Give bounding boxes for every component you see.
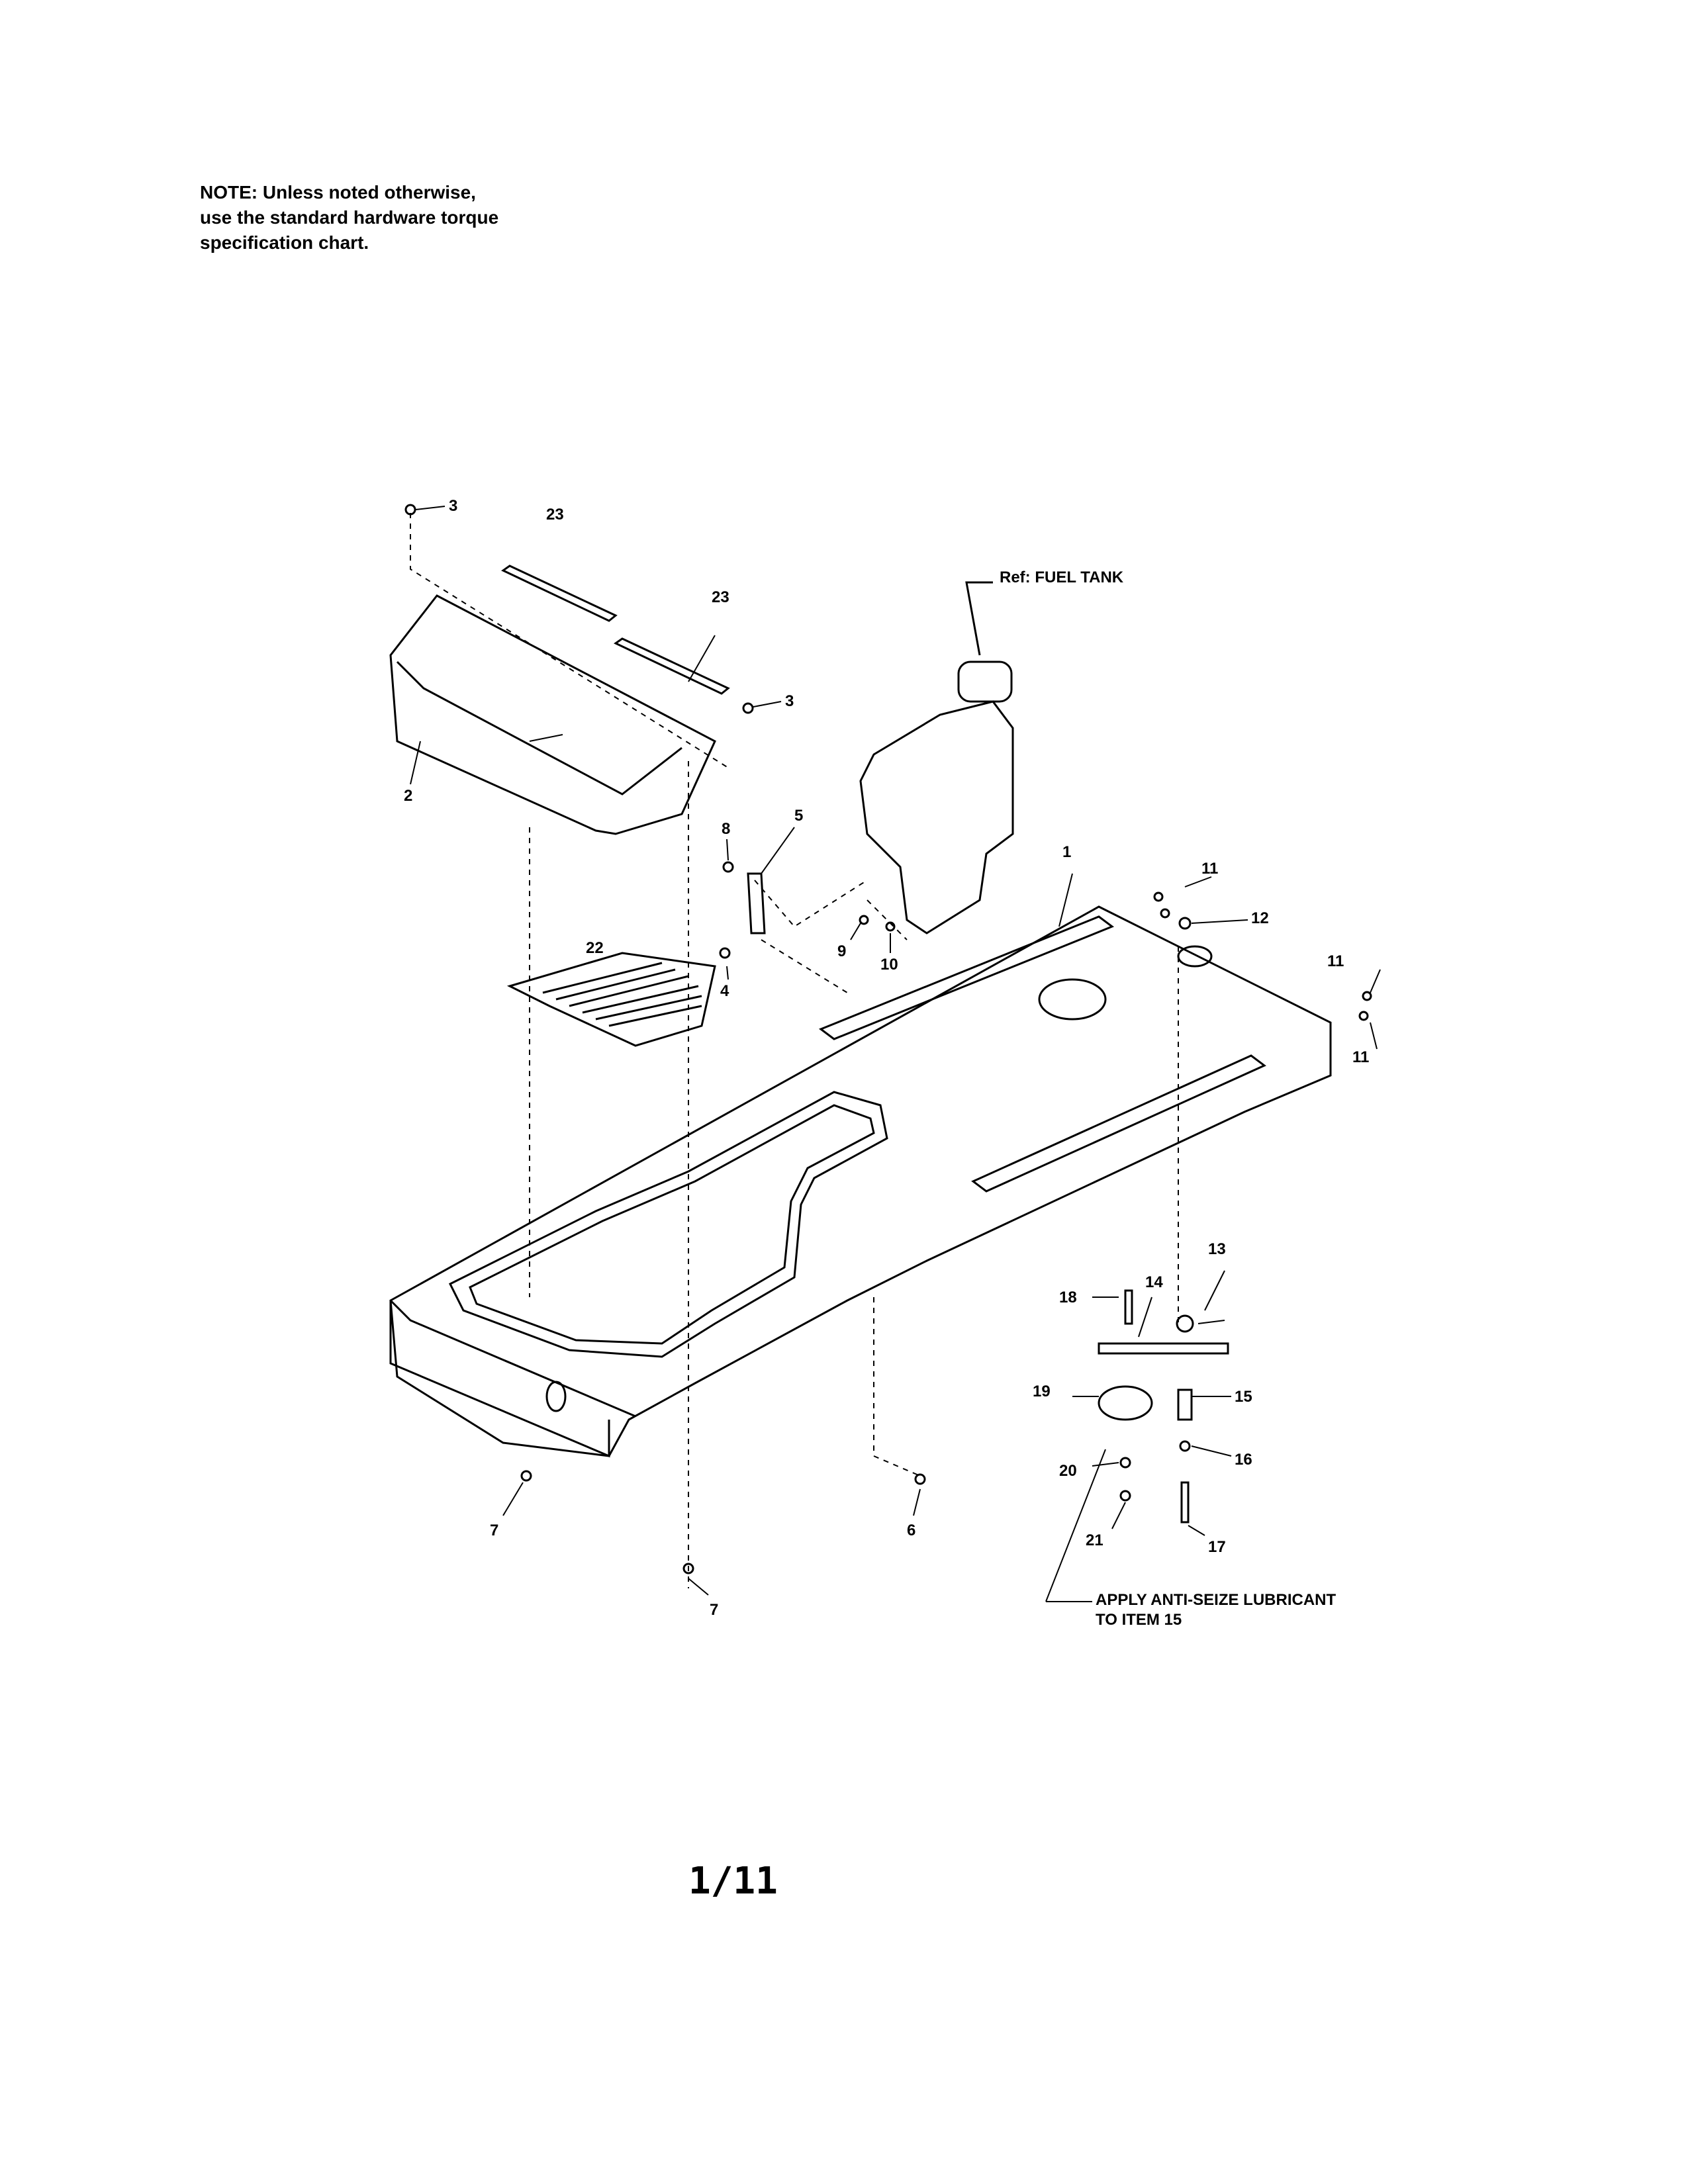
fuel-tank-cap <box>957 660 1013 703</box>
foot-pad <box>506 952 716 1047</box>
callout-8: 8 <box>722 820 730 838</box>
torque-note-line-2: use the standard hardware torque <box>200 207 499 228</box>
pulley <box>1098 1385 1153 1421</box>
callout-7-bottom: 7 <box>710 1601 718 1619</box>
torque-note-line-3: specification chart. <box>200 232 369 253</box>
callout-12: 12 <box>1251 909 1269 927</box>
callout-18: 18 <box>1059 1289 1077 1306</box>
callout-20: 20 <box>1059 1462 1077 1480</box>
callout-10: 10 <box>880 956 898 974</box>
frame-slot-right <box>971 1054 1266 1193</box>
callout-1: 1 <box>1062 843 1071 861</box>
callout-9: 9 <box>837 942 846 960</box>
callout-7-left: 7 <box>490 1522 498 1539</box>
dashed-leaders <box>410 513 1179 1588</box>
callout-22: 22 <box>586 939 604 957</box>
callout-23-lower: 23 <box>712 588 729 606</box>
bolt-17 <box>1180 1481 1190 1524</box>
spacer <box>1177 1388 1193 1421</box>
callout-11-lower: 11 <box>1352 1048 1369 1066</box>
torque-note: NOTE: Unless noted otherwise, use the st… <box>200 180 597 255</box>
callout-11-top: 11 <box>1201 860 1218 878</box>
callout-15: 15 <box>1235 1388 1252 1406</box>
strip-lower <box>614 637 730 695</box>
callout-17: 17 <box>1208 1538 1226 1556</box>
torque-note-line-1: NOTE: Unless noted otherwise, <box>200 182 476 203</box>
callout-3-right: 3 <box>785 692 794 710</box>
frame-front-plate <box>389 1300 610 1458</box>
callout-4: 4 <box>720 982 729 1000</box>
fuel-tank-arrow <box>965 581 993 656</box>
strip-upper <box>501 565 618 622</box>
fasteners <box>404 504 1372 1574</box>
callout-6: 6 <box>907 1522 915 1539</box>
lubricant-note-line-1: APPLY ANTI-SEIZE LUBRICANT <box>1096 1591 1336 1609</box>
callout-13: 13 <box>1208 1240 1226 1258</box>
callout-16: 16 <box>1235 1451 1252 1469</box>
callout-11-right: 11 <box>1327 952 1344 970</box>
frame-small-hole <box>1177 945 1213 968</box>
main-frame <box>389 905 1332 1457</box>
callout-14: 14 <box>1145 1273 1163 1291</box>
page-number: 1/11 <box>688 1860 778 1903</box>
foot-pad-ribs <box>542 962 702 1027</box>
callout-leaders <box>410 506 1381 1602</box>
callout-19: 19 <box>1033 1383 1051 1400</box>
callout-21: 21 <box>1086 1531 1103 1549</box>
callout-3-top: 3 <box>449 497 457 515</box>
callout-23-top: 23 <box>546 506 564 523</box>
fuel-tank <box>859 700 1014 934</box>
frame-slot-left <box>818 915 1115 1040</box>
shield <box>389 594 716 835</box>
frame-cutout <box>448 1091 888 1358</box>
frame-cutout-inner <box>469 1104 875 1345</box>
callout-2: 2 <box>404 787 412 805</box>
shield-fold <box>396 660 682 796</box>
fuel-tank-ref: Ref: FUEL TANK <box>1000 569 1124 586</box>
callout-5: 5 <box>794 807 803 825</box>
frame-front-hole <box>545 1381 567 1412</box>
bracket <box>747 872 766 934</box>
frame-center-hole <box>1038 978 1107 1021</box>
lubricant-note-line-2: TO ITEM 15 <box>1096 1611 1182 1629</box>
idler-arm <box>1098 1342 1229 1355</box>
bolt-18 <box>1124 1289 1133 1325</box>
